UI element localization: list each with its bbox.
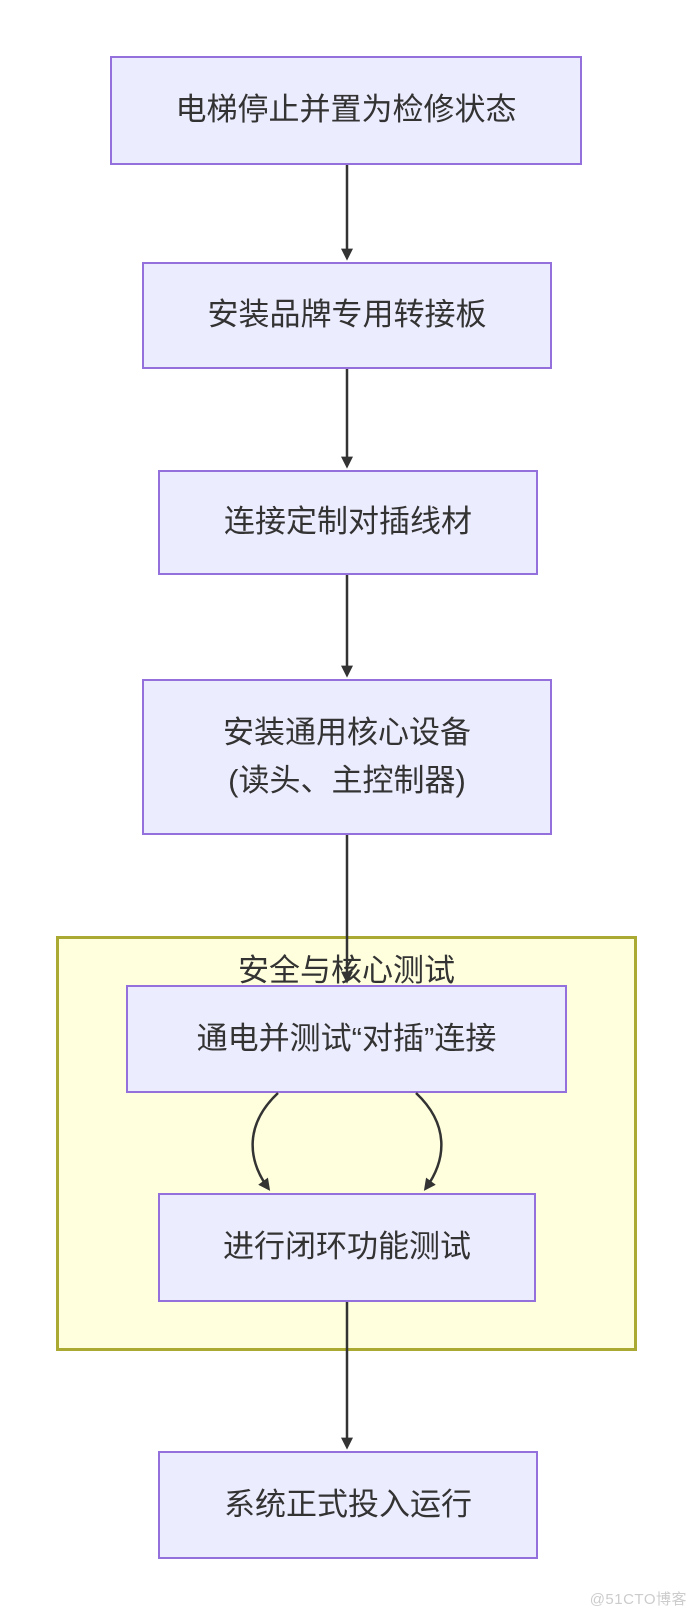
subgraph-title: 安全与核心测试 bbox=[238, 953, 455, 988]
node-install-core-devices: 安装通用核心设备 (读头、主控制器) bbox=[142, 679, 552, 835]
node-label: 通电并测试“对插”连接 bbox=[196, 1020, 497, 1056]
node-power-on-test: 通电并测试“对插”连接 bbox=[126, 985, 567, 1093]
watermark: @51CTO博客 bbox=[589, 1591, 687, 1608]
node-label-line1: 安装通用核心设备 bbox=[223, 714, 471, 750]
node-label: 电梯停止并置为检修状态 bbox=[175, 92, 517, 128]
node-label: 连接定制对插线材 bbox=[224, 504, 472, 540]
node-elevator-stop: 电梯停止并置为检修状态 bbox=[110, 56, 582, 165]
node-install-adapter-board: 安装品牌专用转接板 bbox=[142, 262, 552, 369]
node-system-live: 系统正式投入运行 bbox=[158, 1451, 538, 1559]
node-label-line2: (读头、主控制器) bbox=[228, 763, 466, 798]
node-label: 安装品牌专用转接板 bbox=[207, 297, 487, 333]
node-label: 进行闭环功能测试 bbox=[223, 1229, 471, 1265]
node-label: 系统正式投入运行 bbox=[224, 1486, 472, 1522]
node-connect-custom-cable: 连接定制对插线材 bbox=[158, 470, 538, 575]
node-closed-loop-test: 进行闭环功能测试 bbox=[158, 1193, 536, 1302]
